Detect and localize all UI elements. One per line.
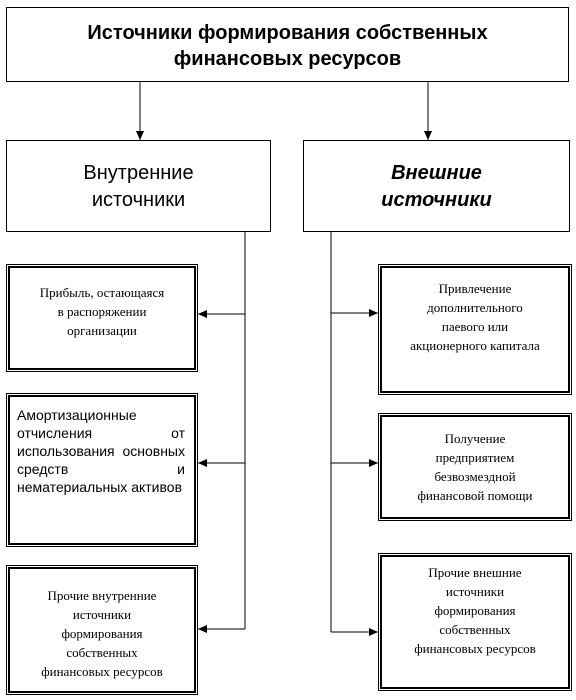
- internal-sources-heading-box: Внутренние источники: [6, 140, 271, 232]
- external-item-grant: Получение предприятием безвозмездной фин…: [378, 413, 572, 521]
- internal-item-other: Прочие внутренние источники формирования…: [6, 565, 198, 695]
- external-item-capital-text: Привлечение дополнительного паевого или …: [410, 280, 540, 353]
- internal-item-depreciation: Амортизационные отчисления от использова…: [6, 393, 198, 547]
- internal-sources-heading: Внутренние источники: [83, 162, 194, 211]
- internal-item-profit: Прибыль, остающаяся в распоряжении орган…: [6, 264, 198, 372]
- internal-item-depreciation-text: Амортизационные отчисления от использова…: [17, 407, 185, 495]
- internal-item-profit-text: Прибыль, остающаяся в распоряжении орган…: [39, 284, 165, 338]
- diagram-title: Источники формирования собственных финан…: [87, 21, 488, 70]
- title-box: Источники формирования собственных финан…: [6, 7, 569, 82]
- external-sources-heading-box: Внешние источники: [303, 140, 570, 232]
- external-item-grant-text: Получение предприятием безвозмездной фин…: [417, 431, 533, 503]
- external-sources-heading: Внешние источники: [381, 162, 492, 211]
- internal-item-other-text: Прочие внутренние источники формирования…: [41, 587, 163, 679]
- external-item-other-text: Прочие внешние источники формирования со…: [414, 564, 536, 656]
- external-item-capital: Привлечение дополнительного паевого или …: [378, 264, 572, 395]
- external-item-other: Прочие внешние источники формирования со…: [378, 553, 572, 691]
